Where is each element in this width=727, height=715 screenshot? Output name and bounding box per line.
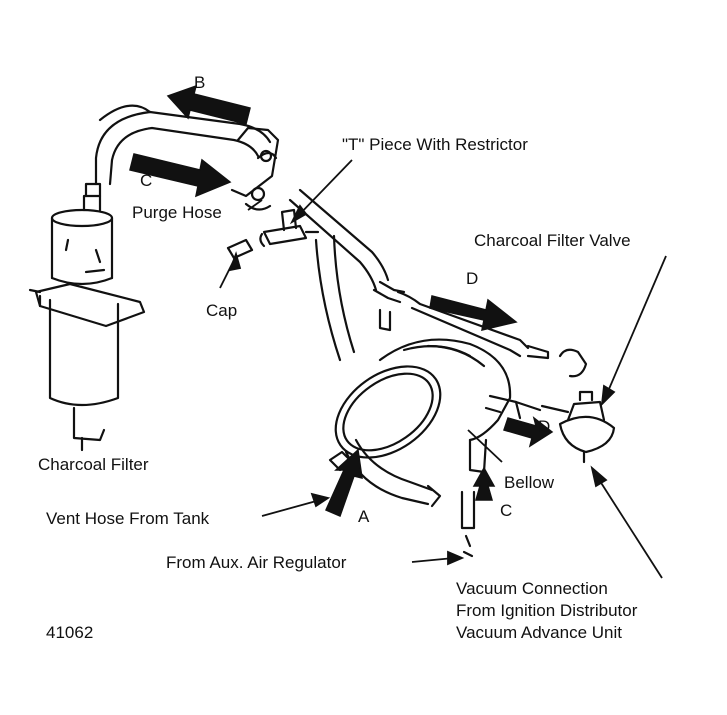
vacuum-connection-label-line3: Vacuum Advance Unit <box>456 623 622 642</box>
purge-hose <box>94 104 272 186</box>
flow-label-d-right: D <box>538 417 551 436</box>
bellow-label: Bellow <box>504 473 555 492</box>
main-hose <box>288 188 390 362</box>
valve-hose <box>372 280 588 378</box>
vacuum-connection-label-line2: From Ignition Distributor <box>456 601 638 620</box>
flow-label-c-bottom: C <box>500 501 513 520</box>
cap-label: Cap <box>206 301 238 320</box>
aux-air-label: From Aux. Air Regulator <box>166 553 347 572</box>
flow-label-a: A <box>358 507 370 526</box>
charcoal-filter-valve <box>540 390 616 464</box>
flow-label-b: B <box>194 73 206 92</box>
purge-hose-label: Purge Hose <box>132 203 222 222</box>
charcoal-filter-label: Charcoal Filter <box>38 455 149 474</box>
bellow-unit <box>334 338 542 474</box>
mounting-bracket <box>230 126 280 211</box>
aux-air-line <box>460 490 476 558</box>
flow-label-c-top: C <box>140 171 153 190</box>
charcoal-filter-canister <box>28 182 146 452</box>
t-piece <box>226 208 320 260</box>
leader-lines <box>219 159 667 579</box>
flow-arrows <box>129 84 554 518</box>
flow-label-d-top: D <box>466 269 479 288</box>
figure-number: 41062 <box>46 623 94 642</box>
t-piece-label: "T" Piece With Restrictor <box>342 135 528 154</box>
vent-hose-label: Vent Hose From Tank <box>46 509 210 528</box>
charcoal-filter-valve-label: Charcoal Filter Valve <box>474 231 631 250</box>
vacuum-connection-label-line1: Vacuum Connection <box>456 579 608 598</box>
